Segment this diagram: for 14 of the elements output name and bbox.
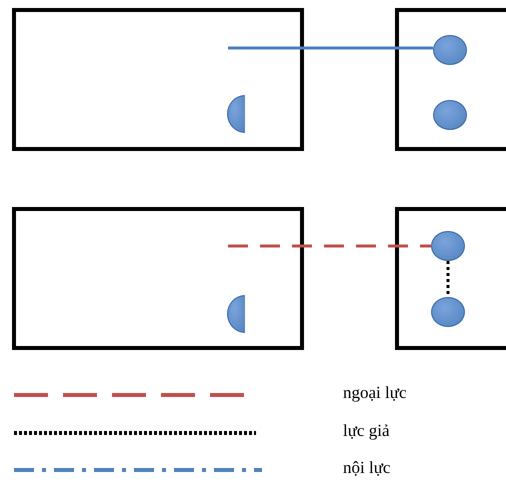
ellipse <box>433 100 467 130</box>
rectangle-outline <box>395 8 506 151</box>
dashed-line <box>228 244 431 248</box>
rectangle-outline <box>12 8 304 151</box>
ellipse <box>431 231 465 261</box>
dashed-line <box>446 261 450 297</box>
legend-text: ngoại lực <box>343 383 407 403</box>
rectangle-outline <box>12 207 304 350</box>
ellipse <box>433 35 467 65</box>
legend-text: nội lực <box>343 458 390 478</box>
rectangle-outline <box>395 207 506 350</box>
legend-text: lực giả <box>343 421 390 441</box>
ellipse <box>431 297 465 327</box>
line <box>228 46 433 50</box>
